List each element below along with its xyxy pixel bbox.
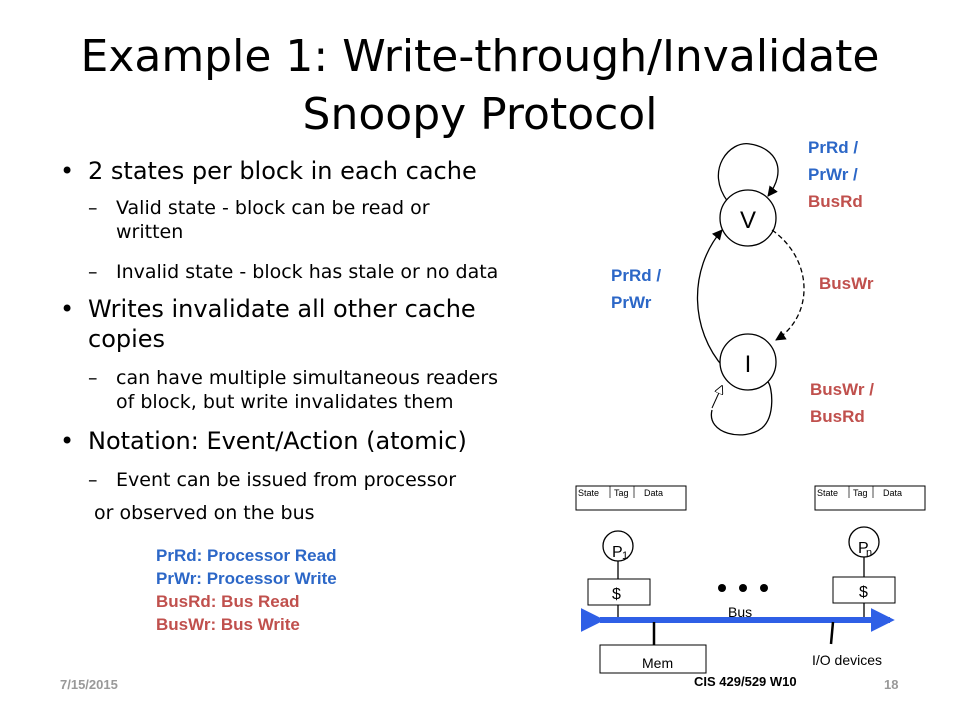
v-loop-label-line-1: PrRd / — [808, 134, 863, 161]
state-i-circle — [719, 333, 777, 391]
ellipsis-dot — [739, 584, 747, 592]
v-to-i-transition — [771, 229, 805, 341]
cache-header-right-tag: Tag — [853, 488, 868, 498]
ellipsis-dot — [760, 584, 768, 592]
sub-bullet-1-2-text: Invalid state - block has stale or no da… — [116, 261, 499, 283]
legend-buswr: BusWr: Bus Write — [156, 615, 300, 634]
cache-right-symbol: $ — [859, 584, 868, 601]
sub-bullet-3-1-text: Event can be issued from processor — [116, 469, 457, 491]
state-v-circle — [719, 189, 777, 247]
v-loop-label-line-2: PrWr / — [808, 161, 863, 188]
processor-right-sub: n — [866, 547, 872, 559]
v-loop-label-2: PrWr / — [808, 165, 858, 184]
state-diagram: V I — [696, 143, 805, 436]
cache-header-right — [814, 485, 926, 511]
v-self-loop — [717, 143, 779, 203]
memory-box — [599, 644, 707, 674]
v-to-i-label: BusWr — [819, 274, 874, 293]
v-loop-label-line-3: BusRd — [808, 188, 863, 215]
state-v-label: V — [740, 207, 756, 234]
bus-diagram: State Tag Data State Tag Data P 1 $ P n … — [575, 485, 926, 674]
bullet-dot: • — [60, 157, 75, 185]
bullet-2-text-line-1: Writes invalidate all other cache — [88, 295, 476, 323]
i-self-loop — [710, 381, 773, 436]
cache-left — [587, 578, 651, 606]
bullet-2-text-line-2: copies — [88, 325, 166, 353]
cache-header-left-data: Data — [644, 488, 663, 498]
cache-header-right-data: Data — [883, 488, 902, 498]
ellipsis-dot — [718, 584, 726, 592]
bullet-dot: • — [60, 295, 75, 323]
i-to-v-transition — [696, 229, 725, 369]
sub-bullet-dash: – — [88, 261, 98, 283]
bus-label: Bus — [728, 604, 752, 620]
bullet-dot: • — [60, 427, 75, 455]
i-loop-label: BusWr / BusRd — [810, 376, 874, 430]
cache-header-left — [575, 485, 687, 511]
sub-bullet-2-1-cont-text: of block, but write invalidates them — [116, 391, 454, 413]
footer-course: CIS 429/529 W10 — [694, 674, 797, 689]
i-self-loop-head — [711, 386, 722, 409]
legend-busrd: BusRd: Bus Read — [156, 592, 300, 611]
sub-bullet-dash: – — [88, 367, 98, 389]
sub-bullet-1-1-cont-text: written — [116, 221, 184, 243]
io-label: I/O devices — [812, 652, 882, 668]
sub-bullet-3-1-cont: or observed on the bus — [94, 502, 315, 524]
cache-left-symbol: $ — [612, 586, 621, 603]
i-to-v-label-1: PrRd / — [611, 266, 662, 285]
notation-legend: PrRd: Processor Read PrWr: Processor Wri… — [156, 544, 337, 636]
bullet-1-text: 2 states per block in each cache — [88, 157, 477, 185]
i-to-v-label: PrRd / PrWr — [611, 262, 661, 316]
sub-bullet-dash: – — [88, 469, 98, 491]
state-i-label: I — [745, 351, 752, 378]
legend-prrd: PrRd: Processor Read — [156, 546, 337, 565]
sub-bullet-2-1-text: can have multiple simultaneous readers — [116, 367, 499, 389]
title-line-1: Example 1: Write-through/Invalidate — [80, 31, 880, 82]
memory-label: Mem — [642, 655, 673, 671]
processor-left-sub: 1 — [622, 550, 628, 562]
cache-header-right-state: State — [817, 488, 838, 498]
v-loop-label-3: BusRd — [808, 192, 863, 211]
i-loop-label-2: BusRd — [810, 407, 865, 426]
i-to-v-label-2: PrWr — [611, 293, 652, 312]
sub-bullet-3-1-cont-text: or observed on the bus — [94, 502, 315, 524]
processor-left-label: P — [612, 544, 623, 561]
bullet-3-text: Notation: Event/Action (atomic) — [88, 427, 467, 455]
cache-header-left-state: State — [578, 488, 599, 498]
title-line-2: Snoopy Protocol — [302, 89, 658, 140]
sub-bullet-1-1-text: Valid state - block can be read or — [116, 197, 430, 219]
processor-right-label: P — [858, 540, 869, 557]
v-loop-label: PrRd / PrWr / BusRd — [808, 134, 863, 215]
legend-prwr: PrWr: Processor Write — [156, 569, 337, 588]
v-loop-label-1: PrRd / — [808, 138, 859, 157]
footer-page-number: 18 — [884, 677, 899, 692]
i-loop-label-1: BusWr / — [810, 380, 874, 399]
footer-date: 7/15/2015 — [60, 677, 118, 692]
slide-title: Example 1: Write-through/Invalidate Snoo… — [60, 28, 900, 144]
io-link — [829, 621, 835, 645]
cache-header-left-tag: Tag — [614, 488, 629, 498]
sub-bullet-dash: – — [88, 197, 98, 219]
